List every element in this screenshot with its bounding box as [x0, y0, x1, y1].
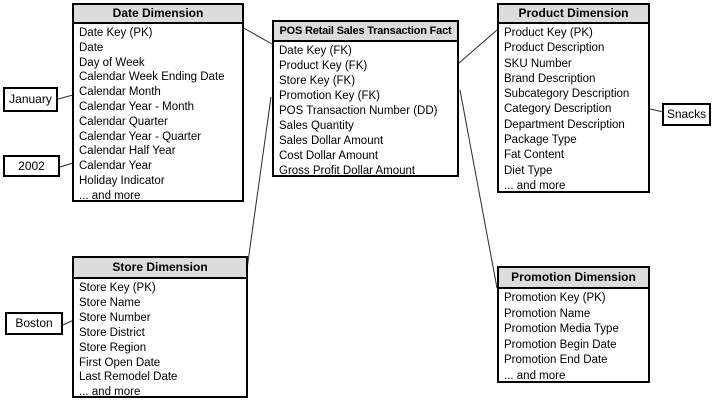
connector-date-fact	[239, 25, 273, 45]
sample-value-2002: 2002	[3, 155, 60, 177]
sample-value-boston: Boston	[5, 312, 63, 335]
attribute-row: Calendar Year	[79, 160, 152, 173]
attribute-row: Date Key (FK)	[279, 45, 352, 57]
attribute-row: ... and more	[504, 369, 566, 382]
attribute-row: SKU Number	[504, 57, 572, 70]
attribute-row: Department Description	[504, 118, 625, 131]
attribute-row: Promotion Begin Date	[504, 338, 617, 351]
connector-product-fact	[458, 29, 498, 64]
attribute-row: ... and more	[79, 189, 141, 202]
connector-promotion-fact	[459, 89, 498, 289]
attribute-row: Store Name	[79, 296, 141, 309]
attribute-row: Product Key (FK)	[279, 60, 368, 72]
attribute-row: Product Description	[504, 42, 605, 55]
attribute-row: Store District	[79, 326, 145, 339]
entity-pos-retail-sales-fact-title: POS Retail Sales Transaction Fact	[274, 22, 457, 42]
attribute-row: Store Key (FK)	[279, 75, 356, 87]
attribute-row: Category Description	[504, 103, 612, 116]
sample-value-january: January	[3, 87, 58, 112]
attribute-row: Diet Type	[504, 164, 553, 177]
attribute-row: Product Key (PK)	[504, 27, 593, 39]
attribute-row: Calendar Week Ending Date	[79, 71, 225, 84]
attribute-row: Date	[79, 41, 104, 54]
attribute-row: Last Remodel Date	[79, 371, 178, 384]
entity-date-dimension-title: Date Dimension	[74, 5, 242, 24]
attribute-row: Calendar Year - Month	[79, 100, 195, 113]
attribute-row: Date Key (PK)	[79, 27, 153, 39]
entity-pos-retail-sales-fact-attributes: Date Key (FK) Product Key (FK) Store Key (…	[274, 42, 457, 179]
attribute-row: Sales Quantity	[279, 120, 354, 132]
attribute-row: Sales Dollar Amount	[279, 135, 384, 147]
entity-store-dimension-title: Store Dimension	[74, 258, 246, 279]
attribute-row: POS Transaction Number (DD)	[279, 105, 438, 117]
attribute-row: Store Number	[79, 311, 151, 324]
attribute-row: Day of Week	[79, 56, 145, 69]
attribute-row: Gross Profit Dollar Amount	[279, 165, 416, 177]
attribute-row: Calendar Year - Quarter	[79, 130, 202, 143]
attribute-row: Holiday Indicator	[79, 174, 165, 187]
attribute-row: Calendar Month	[79, 86, 161, 99]
entity-product-dimension-title: Product Dimension	[499, 5, 648, 24]
attribute-row: Promotion Media Type	[504, 323, 619, 336]
attribute-row: Brand Description	[504, 72, 596, 85]
entity-promotion-dimension: Promotion Dimension Promotion Key (PK)Pr…	[497, 266, 650, 383]
attribute-row: Fat Content	[504, 149, 565, 162]
sample-value-snacks: Snacks	[662, 103, 711, 126]
entity-pos-retail-sales-fact: POS Retail Sales Transaction Fact Date K…	[272, 20, 459, 177]
attribute-row: Promotion End Date	[504, 354, 608, 367]
attribute-row: ... and more	[504, 179, 566, 192]
attribute-row: First Open Date	[79, 356, 161, 369]
attribute-row: Promotion Name	[504, 307, 591, 320]
attribute-row: Promotion Key (PK)	[504, 292, 606, 304]
attribute-row: Store Key (PK)	[79, 282, 156, 294]
attribute-row: ... and more	[79, 386, 141, 399]
connector-store-fact	[245, 96, 272, 277]
entity-product-dimension: Product Dimension Product Key (PK)Produc…	[497, 3, 650, 193]
connector-january-date	[57, 94, 74, 100]
attribute-row: Calendar Half Year	[79, 145, 176, 158]
entity-promotion-dimension-title: Promotion Dimension	[499, 268, 648, 289]
attribute-row: Package Type	[504, 134, 577, 147]
attribute-row: Subcategory Description	[504, 88, 630, 101]
entity-store-dimension: Store Dimension Store Key (PK) Store Name…	[72, 256, 248, 398]
attribute-row: Promotion Key (FK)	[279, 90, 380, 102]
attribute-row: Calendar Quarter	[79, 115, 168, 128]
attribute-row: Cost Dollar Amount	[279, 150, 379, 162]
attribute-row: Store Region	[79, 341, 147, 354]
